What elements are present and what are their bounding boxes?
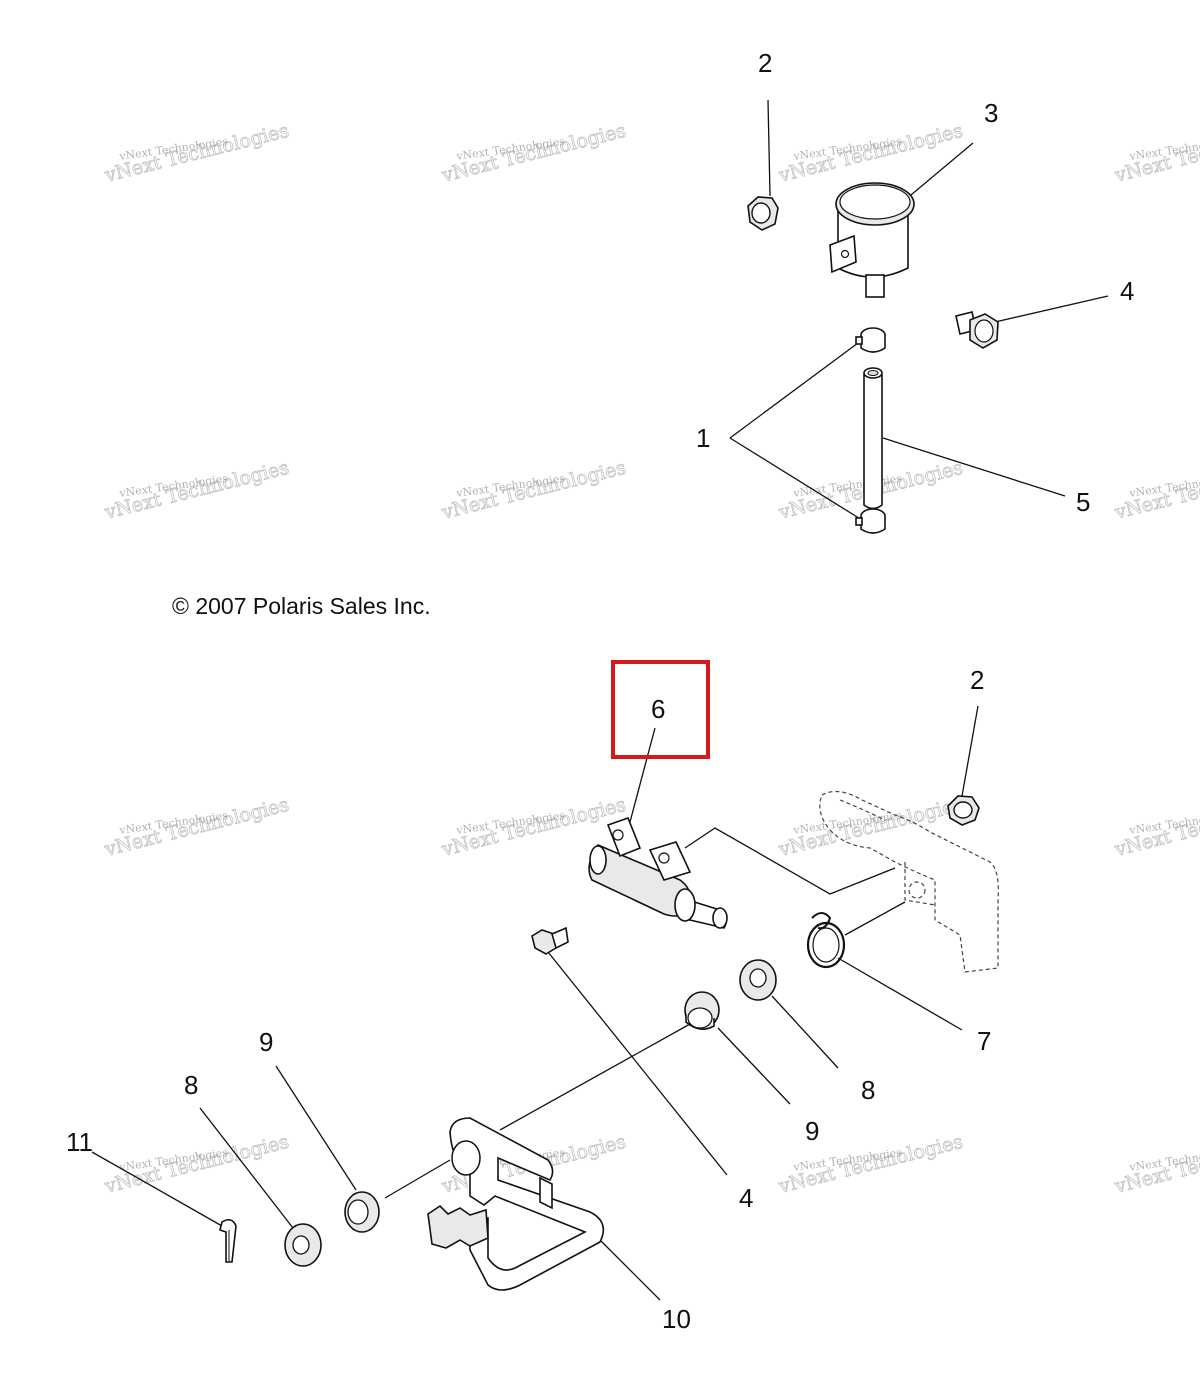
- leader-9-left-to-pedal: [384, 1159, 451, 1199]
- leader-8-left: [199, 1107, 294, 1229]
- part-10-pedal: [427, 1117, 661, 1301]
- callout-7: 7: [977, 1026, 991, 1056]
- leader-4-top: [994, 295, 1109, 323]
- leader-10: [599, 1239, 661, 1301]
- leader-5: [882, 437, 1066, 497]
- leader-7: [837, 957, 963, 1031]
- leader-1-a: [729, 339, 863, 439]
- leader-7-to-bracket: [844, 901, 906, 936]
- callout-3: 3: [984, 98, 998, 128]
- callout-2-bottom: 2: [970, 665, 984, 695]
- callout-8-right: 8: [861, 1075, 875, 1105]
- leader-9-to-pedal: [499, 1023, 691, 1131]
- callout-6-highlight-box: [611, 660, 710, 759]
- part-3-reservoir: [829, 142, 974, 298]
- part-2-nut-top: [747, 99, 779, 231]
- part-5-hose: [863, 367, 1066, 510]
- part-6-master-cylinder: [588, 727, 896, 929]
- callout-11: 11: [66, 1127, 93, 1157]
- part-2-nut-bottom: [947, 705, 980, 826]
- leader-3: [904, 142, 974, 201]
- callout-2-top: 2: [758, 48, 772, 78]
- callout-9-left: 9: [259, 1027, 273, 1057]
- callout-6: 6: [651, 694, 665, 724]
- leader-4-bottom: [547, 951, 728, 1176]
- callout-4-top: 4: [1120, 276, 1134, 306]
- leader-8-right: [771, 995, 839, 1069]
- callout-5: 5: [1076, 487, 1090, 517]
- leader-9-right: [717, 1027, 791, 1105]
- leader-6: [629, 727, 656, 823]
- part-4-bolt-top: [955, 295, 1109, 349]
- part-9-bushing-left: [275, 1065, 451, 1233]
- part-4-bolt-bottom: [531, 926, 728, 1176]
- leader-6-to-bracket: [684, 827, 896, 895]
- frame-bracket-ghost: [819, 790, 999, 973]
- part-8-washer-left: [199, 1107, 322, 1267]
- callout-4-bottom: 4: [739, 1183, 753, 1213]
- part-7-spring-clip: [806, 901, 963, 1031]
- leader-1-b: [729, 437, 863, 521]
- callout-8-left: 8: [184, 1070, 198, 1100]
- callout-10: 10: [662, 1304, 691, 1334]
- copyright-text: © 2007 Polaris Sales Inc.: [172, 593, 431, 619]
- leader-11: [91, 1151, 223, 1227]
- leader-9-left: [275, 1065, 357, 1191]
- part-8-washer-right: [739, 959, 839, 1069]
- part-11-cotter-pin: [91, 1151, 237, 1263]
- leader-2-top: [767, 99, 771, 197]
- callout-9-right: 9: [805, 1116, 819, 1146]
- callout-1: 1: [696, 423, 710, 453]
- leader-2-bottom: [961, 705, 979, 797]
- part-9-bushing-right: [499, 991, 791, 1131]
